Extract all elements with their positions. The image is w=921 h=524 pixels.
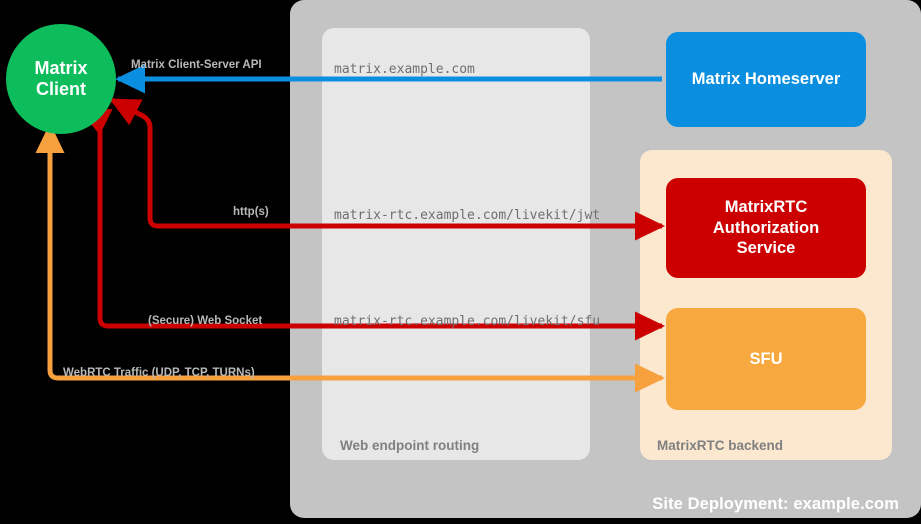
edge-label-http-s: http(s) [233,206,269,218]
web-endpoint-routing-container [322,28,590,460]
site-deployment-label: Site Deployment: example.com [652,495,899,513]
node-matrix-homeserver-label: Matrix Homeserver [691,70,841,89]
edge-label-webrtc-traffic: WebRTC Traffic (UDP, TCP, TURNs) [63,367,255,379]
edge-label-matrix-client-server-api: Matrix Client-Server API [131,59,262,71]
node-matrix-client-line2: Client [35,79,86,99]
node-matrix-client-line1: Matrix [34,58,88,79]
endpoint-label-livekit-jwt: matrix-rtc.example.com/livekit/jwt [334,208,601,223]
node-matrix-client[interactable]: Matrix Client [6,24,116,134]
edge-label-secure-web-socket: (Secure) Web Socket [148,315,263,327]
endpoint-label-matrix-example-com: matrix.example.com [334,62,475,77]
endpoint-label-livekit-sfu: matrix-rtc.example.com/livekit/sfu [334,314,601,329]
node-sfu-label: SFU [749,349,783,368]
node-auth-line3: Service [736,239,796,258]
node-matrix-homeserver[interactable]: Matrix Homeserver [666,32,866,127]
node-auth-line2: Authorization [712,218,820,237]
node-matrixrtc-authorization-service[interactable]: MatrixRTC Authorization Service [666,178,866,278]
node-sfu[interactable]: SFU [666,308,866,410]
web-endpoint-routing-label: Web endpoint routing [340,438,480,453]
matrixrtc-backend-label: MatrixRTC backend [657,438,784,453]
node-auth-line1: MatrixRTC [724,198,808,217]
